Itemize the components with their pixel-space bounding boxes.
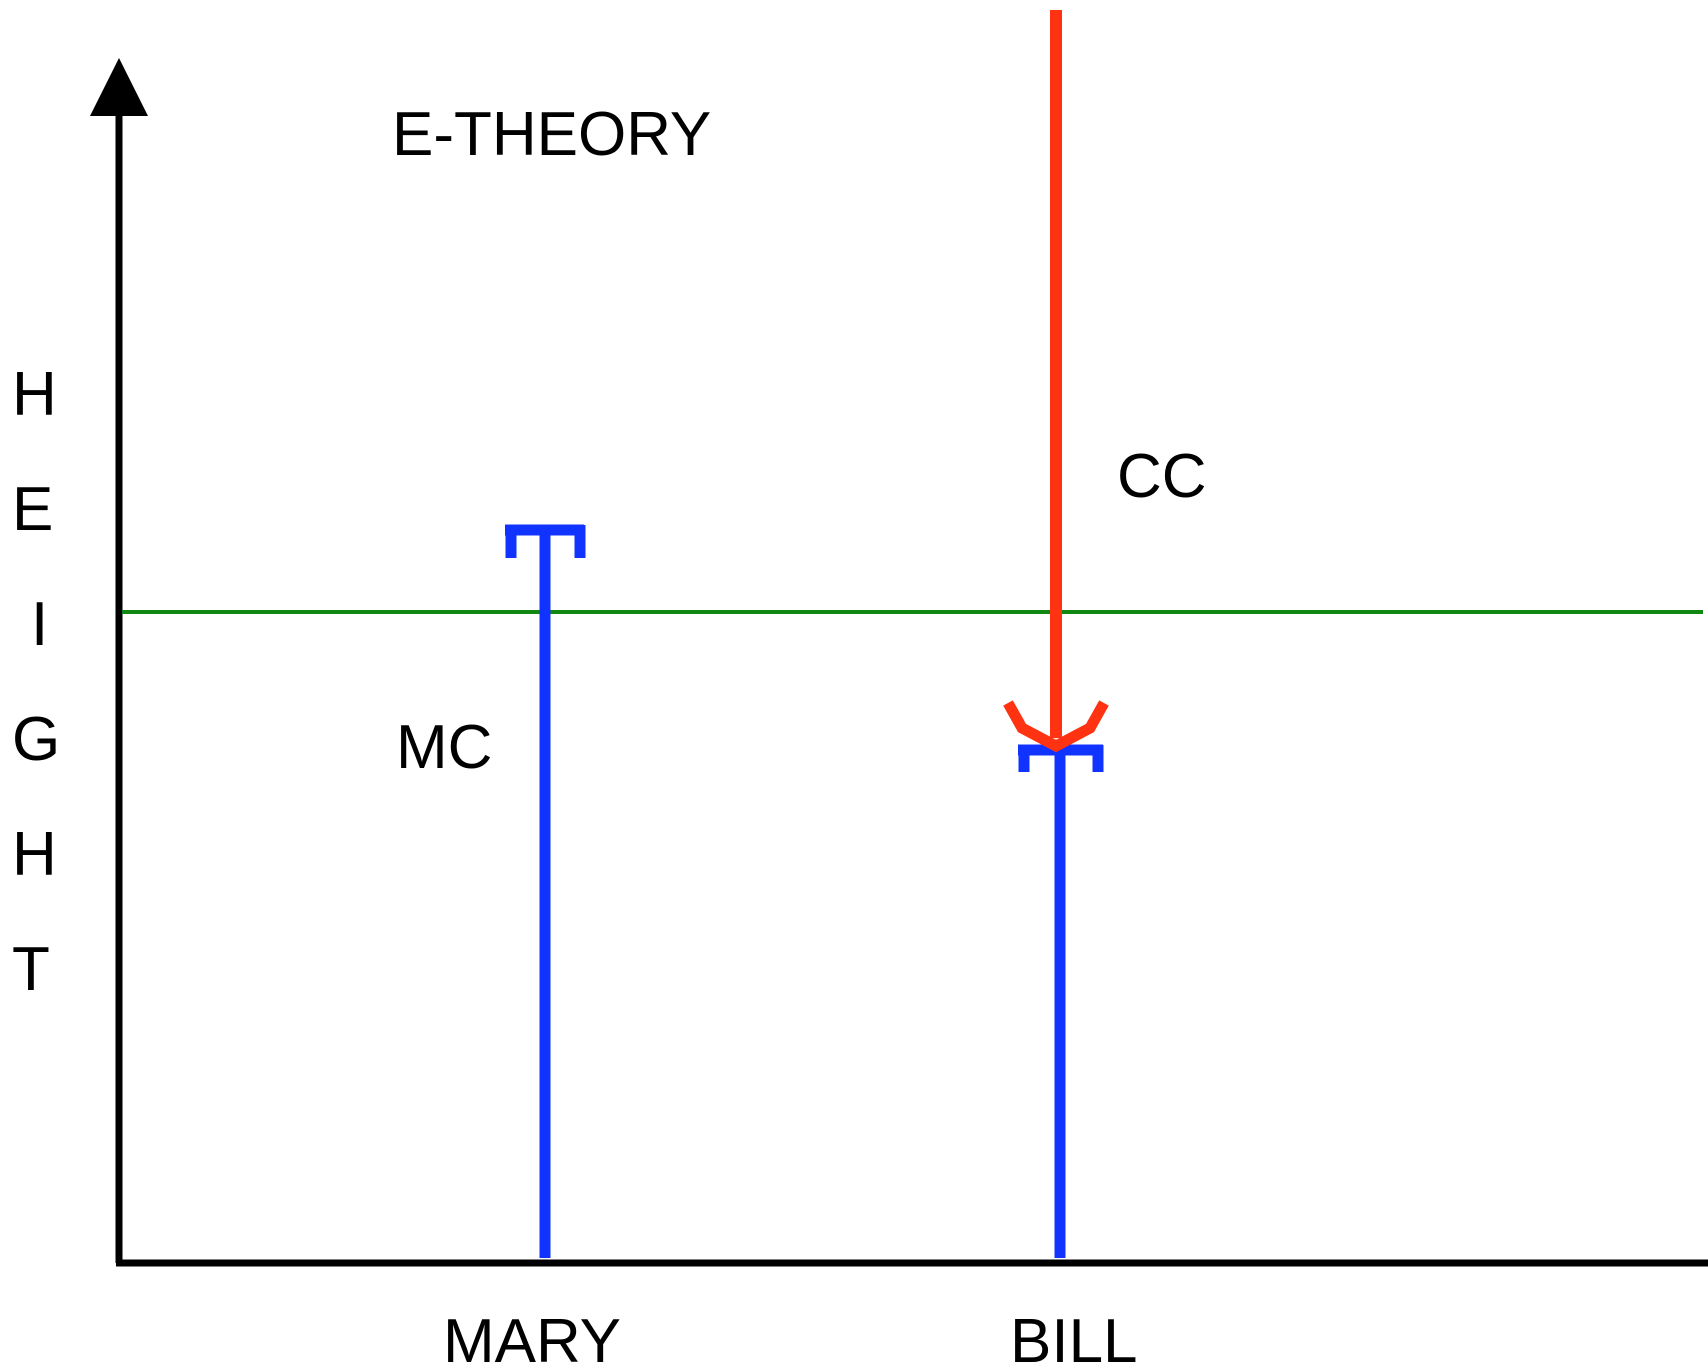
x-label-bill: BILL bbox=[1010, 1307, 1138, 1367]
y-axis-label: H E I G H T bbox=[12, 360, 60, 1004]
mc-label: MC bbox=[396, 713, 492, 782]
cc-label: CC bbox=[1117, 442, 1207, 511]
cc-arrow-head bbox=[1003, 700, 1109, 753]
y-axis-letter: G bbox=[12, 705, 60, 774]
y-axis-letter: T bbox=[12, 935, 50, 1004]
bill-bar bbox=[1018, 744, 1104, 1258]
mary-bar bbox=[505, 524, 586, 1258]
cc-arrow bbox=[1003, 10, 1109, 753]
y-axis-letter: I bbox=[31, 590, 48, 659]
diagram-title: E-THEORY bbox=[392, 100, 711, 169]
y-axis-letter: H bbox=[12, 820, 57, 889]
y-axis-arrowhead bbox=[90, 58, 148, 116]
y-axis-letter: E bbox=[12, 475, 53, 544]
x-label-mary: MARY bbox=[443, 1307, 621, 1367]
y-axis-letter: H bbox=[12, 360, 57, 429]
